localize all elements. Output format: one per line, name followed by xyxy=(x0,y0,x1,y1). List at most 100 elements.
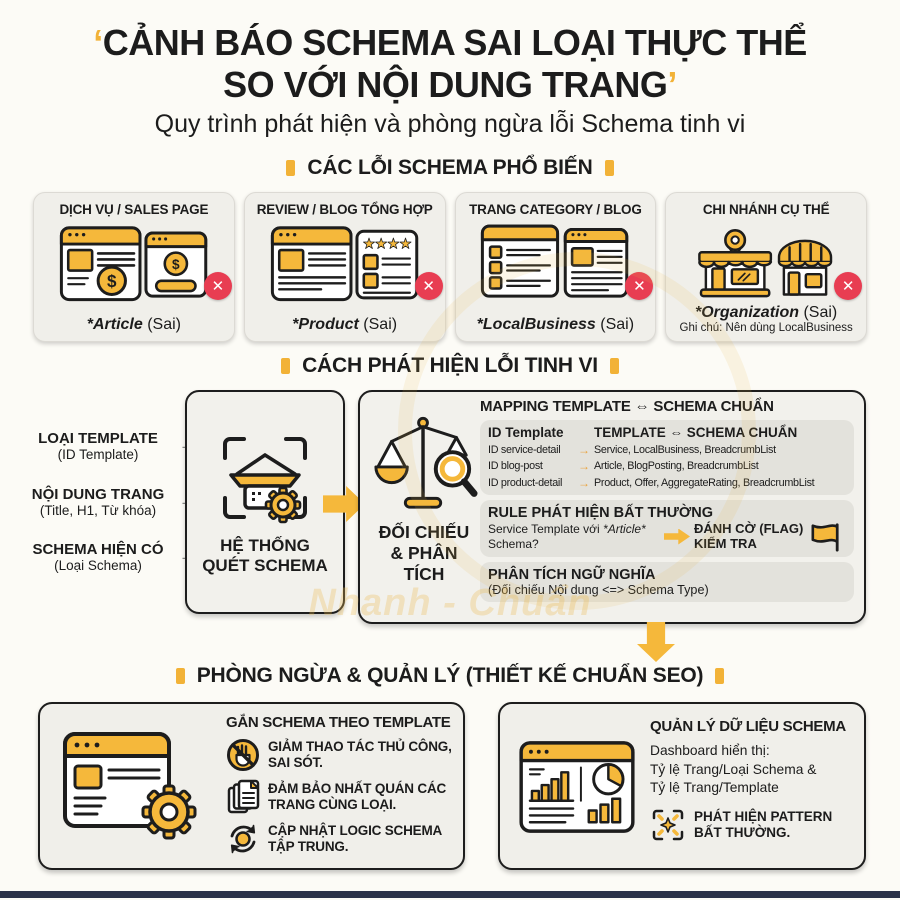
wrong-schema-label: *LocalBusiness (Sai) xyxy=(476,316,635,333)
sales-page-icon: $ $ xyxy=(59,226,208,302)
wrong-schema-label: *Product (Sai) xyxy=(292,316,398,333)
section-header-detection-label: CÁCH PHÁT HIỆN LỖI TINH VI xyxy=(302,354,598,377)
x-icon: ✕ xyxy=(211,278,225,295)
refresh-icon xyxy=(230,824,256,854)
rule-question: Service Template với *Article* Schema? xyxy=(488,521,646,551)
dashboard-icon-wrap xyxy=(518,740,636,836)
error-card-title: CHI NHÁNH CỤ THỂ xyxy=(702,202,830,217)
input-label: NỘI DUNG TRANG xyxy=(31,486,165,503)
footer-bar xyxy=(0,891,900,898)
rule-title: RULE PHÁT HIỆN BẤT THƯỜNG xyxy=(488,504,713,521)
wrong-schema-label: *Article (Sai) xyxy=(86,316,181,333)
storefronts-icon-wrap: ✕ xyxy=(682,220,863,304)
svg-text:$: $ xyxy=(172,257,180,272)
mapping-row: ID product-detail → Product, Offer, Aggr… xyxy=(488,475,815,490)
pattern-detection-item: PHÁT HIỆN PATTERN BẤT THƯỜNG. xyxy=(650,807,860,843)
mapping-title: MAPPING TEMPLATE ⇔ SCHEMA CHUẨN xyxy=(480,398,774,415)
template-schema-card: GẮN SCHEMA THEO TEMPLATE GIẢM THAO TÁC T… xyxy=(38,702,465,870)
review-blog-icon: ★★★★ xyxy=(270,226,418,302)
yellow-marker-icon xyxy=(281,358,291,374)
x-icon: ✕ xyxy=(841,278,855,295)
main-title-text-2: SO VỚI NỘI DUNG TRANG xyxy=(223,64,668,105)
flag-action-label: ĐÁNH CỜ (FLAG) KIỂM TRA xyxy=(694,520,804,551)
input-sublabel: (ID Template) xyxy=(57,447,139,462)
quote-open-mark: ‘ xyxy=(93,22,103,63)
yellow-marker-icon xyxy=(175,668,185,684)
error-card-sales-page: DỊCH VỤ / SALES PAGE $ xyxy=(33,192,235,342)
documents-icon xyxy=(227,779,260,814)
no-manual-icon xyxy=(227,739,259,771)
subtitle: Quy trình phát hiện và phòng ngừa lỗi Sc… xyxy=(154,110,746,138)
schema-data-content: QUẢN LÝ DỮ LIỆU SCHEMA Dashboard hiển th… xyxy=(650,718,860,843)
category-blog-windows-icon: ✕ xyxy=(469,220,654,304)
input-sublabel: (Title, H1, Từ khóa) xyxy=(39,503,157,518)
benefit-item: GIẢM THAO TÁC THỦ CÔNG, SAI SÓT. xyxy=(226,738,462,772)
benefit-text: CẬP NHẬT LOGIC SCHEMA TẬP TRUNG. xyxy=(268,822,443,854)
mapping-panel: MAPPING TEMPLATE ⇔ SCHEMA CHUẨN ID Templ… xyxy=(480,398,854,602)
flow-arrow-right-icon xyxy=(664,528,690,545)
section-header-common-errors: CÁC LỖI SCHEMA PHỔ BIẾN xyxy=(0,156,900,180)
error-card-category-blog: TRANG CATEGORY / BLOG xyxy=(454,192,657,342)
benefit-text: GIẢM THAO TÁC THỦ CÔNG, SAI SÓT. xyxy=(268,738,452,770)
mapping-col-id: ID Template xyxy=(488,425,564,440)
x-icon: ✕ xyxy=(422,278,435,295)
mapping-table: ID Template TEMPLATE ⇔ SCHEMA CHUẨN ID s… xyxy=(480,420,854,495)
error-card-title: DỊCH VỤ / SALES PAGE xyxy=(59,202,209,217)
schema-note: Ghi chú: Nên dùng LocalBusiness xyxy=(679,322,853,334)
error-x-badge: ✕ xyxy=(414,272,443,300)
error-cards-row: DỊCH VỤ / SALES PAGE $ xyxy=(33,192,867,342)
storefront-icon xyxy=(698,229,833,298)
semantic-box: PHÂN TÍCH NGỮ NGHĨA (Đối chiếu Nội dung … xyxy=(480,561,854,602)
x-icon: ✕ xyxy=(633,278,646,295)
pattern-text: PHÁT HIỆN PATTERN BẤT THƯỜNG. xyxy=(694,808,833,840)
browser-gear-icon xyxy=(63,732,197,840)
arrow-right-icon: → xyxy=(578,459,590,473)
arrow-right-icon: → xyxy=(578,475,590,490)
schema-scanner-icon xyxy=(223,436,307,523)
svg-text:$: $ xyxy=(107,272,117,291)
compare-label: ĐỐI CHIẾU & PHÂN TÍCH xyxy=(378,522,470,584)
balance-scale-magnifier-icon xyxy=(374,416,478,509)
input-label: SCHEMA HIỆN CÓ xyxy=(32,541,164,558)
error-x-badge: ✕ xyxy=(625,272,654,300)
input-template-type: LOẠI TEMPLATE (ID Template) → xyxy=(22,430,196,462)
benefit-item: ĐẢM BẢO NHẤT QUÁN CÁC TRANG CÙNG LOẠI. xyxy=(226,779,462,815)
arrow-right-icon: → xyxy=(578,442,590,457)
section-header-prevention-label: PHÒNG NGỪA & QUẢN LÝ (THIẾT KẾ CHUẨN SEO… xyxy=(196,664,704,687)
rule-box: RULE PHÁT HIỆN BẤT THƯỜNG Service Templa… xyxy=(480,499,854,557)
input-page-content: NỘI DUNG TRANG (Title, H1, Từ khóa) → xyxy=(22,486,196,518)
input-sublabel: (Loại Schema) xyxy=(54,558,142,573)
review-blog-windows-icon: ★★★★ ✕ xyxy=(259,220,443,304)
dashboard-description: Dashboard hiển thị: Tỷ lệ Trang/Loại Sch… xyxy=(650,743,817,796)
benefit-text: ĐẢM BẢO NHẤT QUÁN CÁC TRANG CÙNG LOẠI. xyxy=(268,780,447,812)
error-x-badge: ✕ xyxy=(834,272,863,300)
error-card-branch: CHI NHÁNH CỤ THỂ xyxy=(665,192,867,342)
mapping-row: ID service-detail → Service, LocalBusine… xyxy=(488,442,776,457)
flag-icon xyxy=(811,522,839,552)
yellow-marker-icon xyxy=(609,358,619,374)
input-existing-schema: SCHEMA HIỆN CÓ (Loại Schema) → xyxy=(22,541,196,573)
quote-close-mark: ’ xyxy=(667,64,677,105)
category-blog-icon xyxy=(481,224,629,298)
main-title-line-2: SO VỚI NỘI DUNG TRANG’ xyxy=(0,64,900,106)
schema-data-management-card: QUẢN LÝ DỮ LIỆU SCHEMA Dashboard hiển th… xyxy=(498,702,866,870)
section-header-common-errors-label: CÁC LỖI SCHEMA PHỔ BIẾN xyxy=(307,156,593,179)
semantic-title: PHÂN TÍCH NGỮ NGHĨA xyxy=(488,566,656,583)
mapping-table-header: ID Template TEMPLATE ⇔ SCHEMA CHUẨN xyxy=(488,425,846,440)
analysis-box: ĐỐI CHIẾU & PHÂN TÍCH MAPPING TEMPLATE ⇔… xyxy=(358,390,866,624)
section-header-prevention: PHÒNG NGỪA & QUẢN LÝ (THIẾT KẾ CHUẨN SEO… xyxy=(0,664,900,688)
error-card-title: TRANG CATEGORY / BLOG xyxy=(469,202,642,217)
template-schema-content: GẮN SCHEMA THEO TEMPLATE GIẢM THAO TÁC T… xyxy=(226,714,462,856)
sales-page-windows-icon: $ $ ✕ xyxy=(48,220,232,304)
input-label: LOẠI TEMPLATE xyxy=(38,430,158,447)
scan-system-box: HỆ THỐNG QUÉT SCHEMA xyxy=(185,390,345,614)
section-header-detection: CÁCH PHÁT HIỆN LỖI TINH VI xyxy=(0,354,900,378)
rule-row: Service Template với *Article* Schema? Đ… xyxy=(488,520,846,552)
anomaly-pattern-icon xyxy=(652,809,684,841)
wrong-schema-label: *Organization (Sai) xyxy=(695,304,838,321)
error-x-badge: ✕ xyxy=(203,272,232,300)
main-title-text-1: CẢNH BÁO SCHEMA SAI LOẠI THỰC THỂ xyxy=(102,22,808,63)
main-title-line-1: ‘CẢNH BÁO SCHEMA SAI LOẠI THỰC THỂ xyxy=(0,22,900,64)
right-card-title: QUẢN LÝ DỮ LIỆU SCHEMA xyxy=(650,718,846,735)
